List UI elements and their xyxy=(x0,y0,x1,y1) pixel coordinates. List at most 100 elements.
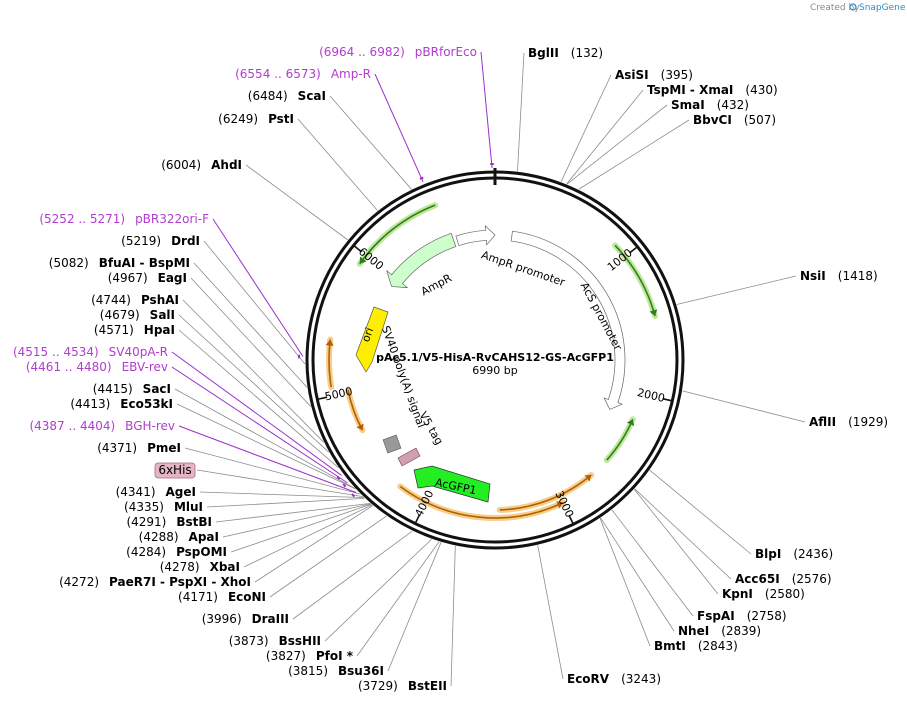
plasmid-center-label: pAc5.1/V5-HisA-RvCAHS12-GS-AcGFP1 6990 b… xyxy=(376,351,614,377)
site-name: SmaI xyxy=(671,98,705,112)
site-mlui: (4335)MluI xyxy=(124,500,203,514)
site-name: Eco53kI xyxy=(120,397,173,411)
site-bglii: BglII(132) xyxy=(528,46,603,60)
site-tspmi-xmai: TspMI - XmaI(430) xyxy=(647,83,778,97)
site-label: BbvCI(507) xyxy=(693,113,776,127)
site-name: BfuAI - BspMI xyxy=(99,256,190,270)
site-position: (3815) xyxy=(288,664,328,678)
orf-arrowhead xyxy=(359,256,367,264)
site-name: pBRforEco xyxy=(415,45,477,59)
site-label: (4171)EcoNI xyxy=(178,590,266,604)
site-name: AgeI xyxy=(166,485,196,499)
site-label: (6004)AhdI xyxy=(161,158,242,172)
site-position: (4744) xyxy=(91,293,131,307)
leader-mlui xyxy=(206,497,365,508)
site-label: (4571)HpaI xyxy=(94,323,175,337)
feature-label: SV40 poly(A) signal xyxy=(379,324,428,429)
site-label: (4415)SacI xyxy=(93,382,171,396)
tick-mark xyxy=(662,397,673,402)
site-label: (4967)EagI xyxy=(108,271,187,285)
site-label: SmaI(432) xyxy=(671,98,749,112)
site-amp-r: (6554 .. 6573)Amp-R xyxy=(235,67,371,81)
site-name: SV40pA-R xyxy=(109,345,168,359)
plasmid-size: 6990 bp xyxy=(472,364,517,377)
plasmid-name: pAc5.1/V5-HisA-RvCAHS12-GS-AcGFP1 xyxy=(376,351,614,364)
feature-shape xyxy=(455,224,496,247)
leader-pshai xyxy=(182,299,325,443)
site-label: (6964 .. 6982) pBRforEco xyxy=(319,45,477,59)
site-name: AflII xyxy=(809,415,836,429)
site-position: (3729) xyxy=(358,679,398,693)
feature-ampr-promoter: AmpR promoter xyxy=(455,224,567,289)
site-leader-lines xyxy=(171,51,806,687)
site-agei: (4341) AgeI xyxy=(116,485,196,499)
site-position: (4272) xyxy=(59,575,99,589)
site-paer7i-pspxi-xhoi: (4272)PaeR7I - PspXI - XhoI xyxy=(59,575,251,589)
leader-eagi xyxy=(190,277,312,407)
site-psti: (6249) PstI xyxy=(218,112,294,126)
site-position: (6484) xyxy=(248,89,288,103)
feature-shape xyxy=(397,447,421,467)
site-position: (4571) xyxy=(94,323,134,337)
site-label: (4461 .. 4480)EBV-rev xyxy=(26,360,168,374)
leader-aflii xyxy=(682,390,806,423)
feature-shape xyxy=(413,465,491,503)
site-position: (4967) xyxy=(108,271,148,285)
site-nsii: NsiI(1418) xyxy=(800,269,878,283)
site-fspai: FspAI(2758) xyxy=(697,609,787,623)
site-label: (6484)ScaI xyxy=(248,89,326,103)
site-position: (4461 .. 4480) xyxy=(26,360,112,374)
site-position: (507) xyxy=(744,113,776,127)
feature-shape xyxy=(510,230,626,410)
leader-pmei xyxy=(184,447,361,495)
tick-mark xyxy=(353,244,362,253)
site-position: (6964 .. 6982) xyxy=(319,45,405,59)
leader-eco53ki xyxy=(176,403,356,490)
leader-ebv-rev xyxy=(171,366,348,484)
leader-bsu36i xyxy=(387,542,442,672)
site-position: (4341) xyxy=(116,485,156,499)
site-name: Bsu36I xyxy=(338,664,384,678)
leader-draiii xyxy=(292,530,413,620)
site-label: NsiI(1418) xyxy=(800,269,878,283)
plasmid-backbone xyxy=(305,168,685,550)
site-label: (3729)BstEII xyxy=(358,679,447,693)
site-labels: BglII(132)AsiSI(395)TspMI - XmaI(430)Sma… xyxy=(13,45,888,693)
site-label: (4284)PspOMI xyxy=(126,545,227,559)
site-pspomi: (4284)PspOMI xyxy=(126,545,227,559)
site-drdi: (5219)DrdI xyxy=(121,234,200,248)
site-position: (2839) xyxy=(721,624,761,638)
leader-tspmi-xmai xyxy=(566,89,644,185)
site-label: (6554 .. 6573)Amp-R xyxy=(235,67,371,81)
site-label: BglII(132) xyxy=(528,46,603,60)
site-position: (430) xyxy=(745,83,777,97)
site-position: (3243) xyxy=(621,672,661,686)
site-label: (4278)XbaI xyxy=(160,560,240,574)
site-name: SalI xyxy=(150,308,175,322)
leader-bglii xyxy=(517,52,525,172)
site-label: (4413) Eco53kI xyxy=(70,397,173,411)
site-label: (4272)PaeR7I - PspXI - XhoI xyxy=(59,575,251,589)
site-label: (3827)PfoI * xyxy=(266,649,354,663)
orf-arc xyxy=(614,244,656,317)
site-name: PstI xyxy=(268,112,294,126)
site-name: 6xHis xyxy=(158,463,191,477)
site-name: MluI xyxy=(174,500,203,514)
site-position: (4371) xyxy=(97,441,137,455)
site-name: PshAI xyxy=(141,293,179,307)
primer-mark-ebv-rev xyxy=(342,483,347,488)
site-label: (5082)BfuAI - BspMI xyxy=(49,256,190,270)
site-name: AhdI xyxy=(211,158,242,172)
site-position: (4415) xyxy=(93,382,133,396)
site-ahdi: (6004)AhdI xyxy=(161,158,242,172)
site-pbr322ori-f: (5252 .. 5271)pBR322ori-F xyxy=(39,212,209,226)
leader-pbr322ori-f xyxy=(212,218,304,357)
site-position: (6249) xyxy=(218,112,258,126)
orf-arrowhead xyxy=(356,423,364,431)
site-label: KpnI(2580) xyxy=(722,587,805,601)
site-position: (4413) xyxy=(70,397,110,411)
site-sv40pa-r: (4515 .. 4534)SV40pA-R xyxy=(13,345,168,359)
leader-bfuai-bspmi xyxy=(193,262,308,388)
leader-pbrforeco xyxy=(480,51,493,169)
orf-halo xyxy=(603,416,636,464)
